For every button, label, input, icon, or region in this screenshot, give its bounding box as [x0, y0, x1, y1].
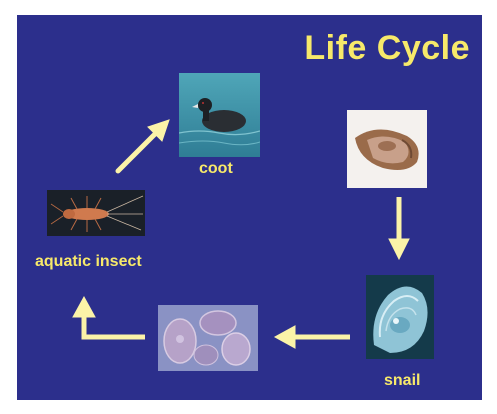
arrow-insect-to-coot [118, 120, 169, 171]
arrow-snail-to-sporocyst [275, 326, 350, 348]
life-cycle-slide: Life Cycle coot [17, 15, 482, 400]
arrow-sporocyst-to-insect [73, 297, 145, 337]
arrow-parasite-to-snail [389, 197, 409, 259]
cycle-arrows [17, 15, 482, 400]
